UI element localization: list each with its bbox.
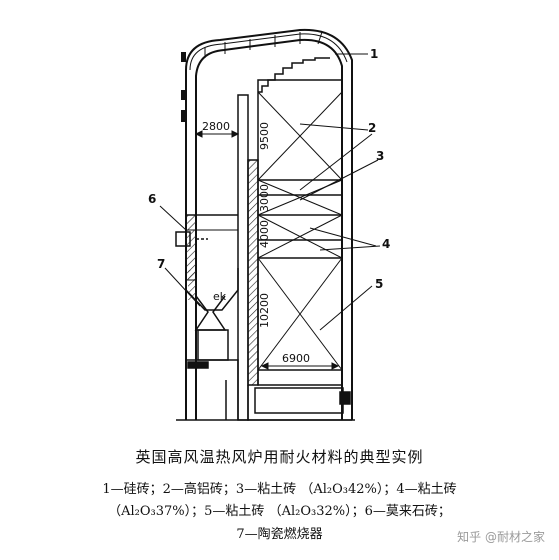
dim-10200-label: 10200	[258, 293, 271, 328]
ceramic-burner	[185, 268, 239, 420]
stove-base	[176, 385, 355, 421]
hot-blast-outlet	[175, 231, 208, 247]
callout-3: 3	[376, 149, 384, 163]
burner-mark: ek	[213, 290, 227, 303]
caption-legend-line2: （Al₂O₃37%）；5—粘土砖 （Al₂O₃32%）；6—莫来石砖；	[108, 504, 451, 519]
dome-lining	[189, 31, 348, 71]
callout-1: 1	[370, 47, 378, 61]
dome-nubs	[181, 52, 186, 122]
stove-shell	[185, 28, 353, 420]
partition-wall	[237, 94, 259, 421]
watermark: 知乎 @耐材之家	[457, 530, 545, 544]
dim-4000-label: 4000	[258, 220, 271, 248]
dim-2800-label: 2800	[202, 120, 230, 133]
dim-3000-label: 3000	[258, 184, 271, 212]
burner-hatch	[188, 270, 196, 300]
callout-2: 2	[368, 121, 376, 135]
callout-6: 6	[148, 192, 156, 206]
callout-5: 5	[375, 277, 383, 291]
dim-2800	[194, 130, 240, 138]
caption-legend-line1: 1—硅砖；2—高铝砖；3—粘土砖 （Al₂O₃42%）；4—粘土砖	[102, 482, 457, 497]
callout-4: 4	[382, 237, 390, 251]
caption-title: 英国高风温热风炉用耐火材料的典型实例	[135, 448, 424, 466]
zone-separators	[258, 179, 342, 371]
callout-7: 7	[157, 257, 165, 271]
dim-6900	[260, 362, 340, 370]
hot-blast-stove-diagram: 2800 9500 3000 4000 10200 6900 ek	[148, 28, 390, 421]
checker-crosses	[257, 91, 343, 371]
checker-steps	[258, 57, 330, 93]
dim-9500-label: 9500	[258, 122, 271, 150]
caption-legend-line3: 7—陶瓷燃烧器	[236, 527, 323, 542]
dim-6900-label: 6900	[282, 352, 310, 365]
leader-lines	[159, 53, 381, 331]
